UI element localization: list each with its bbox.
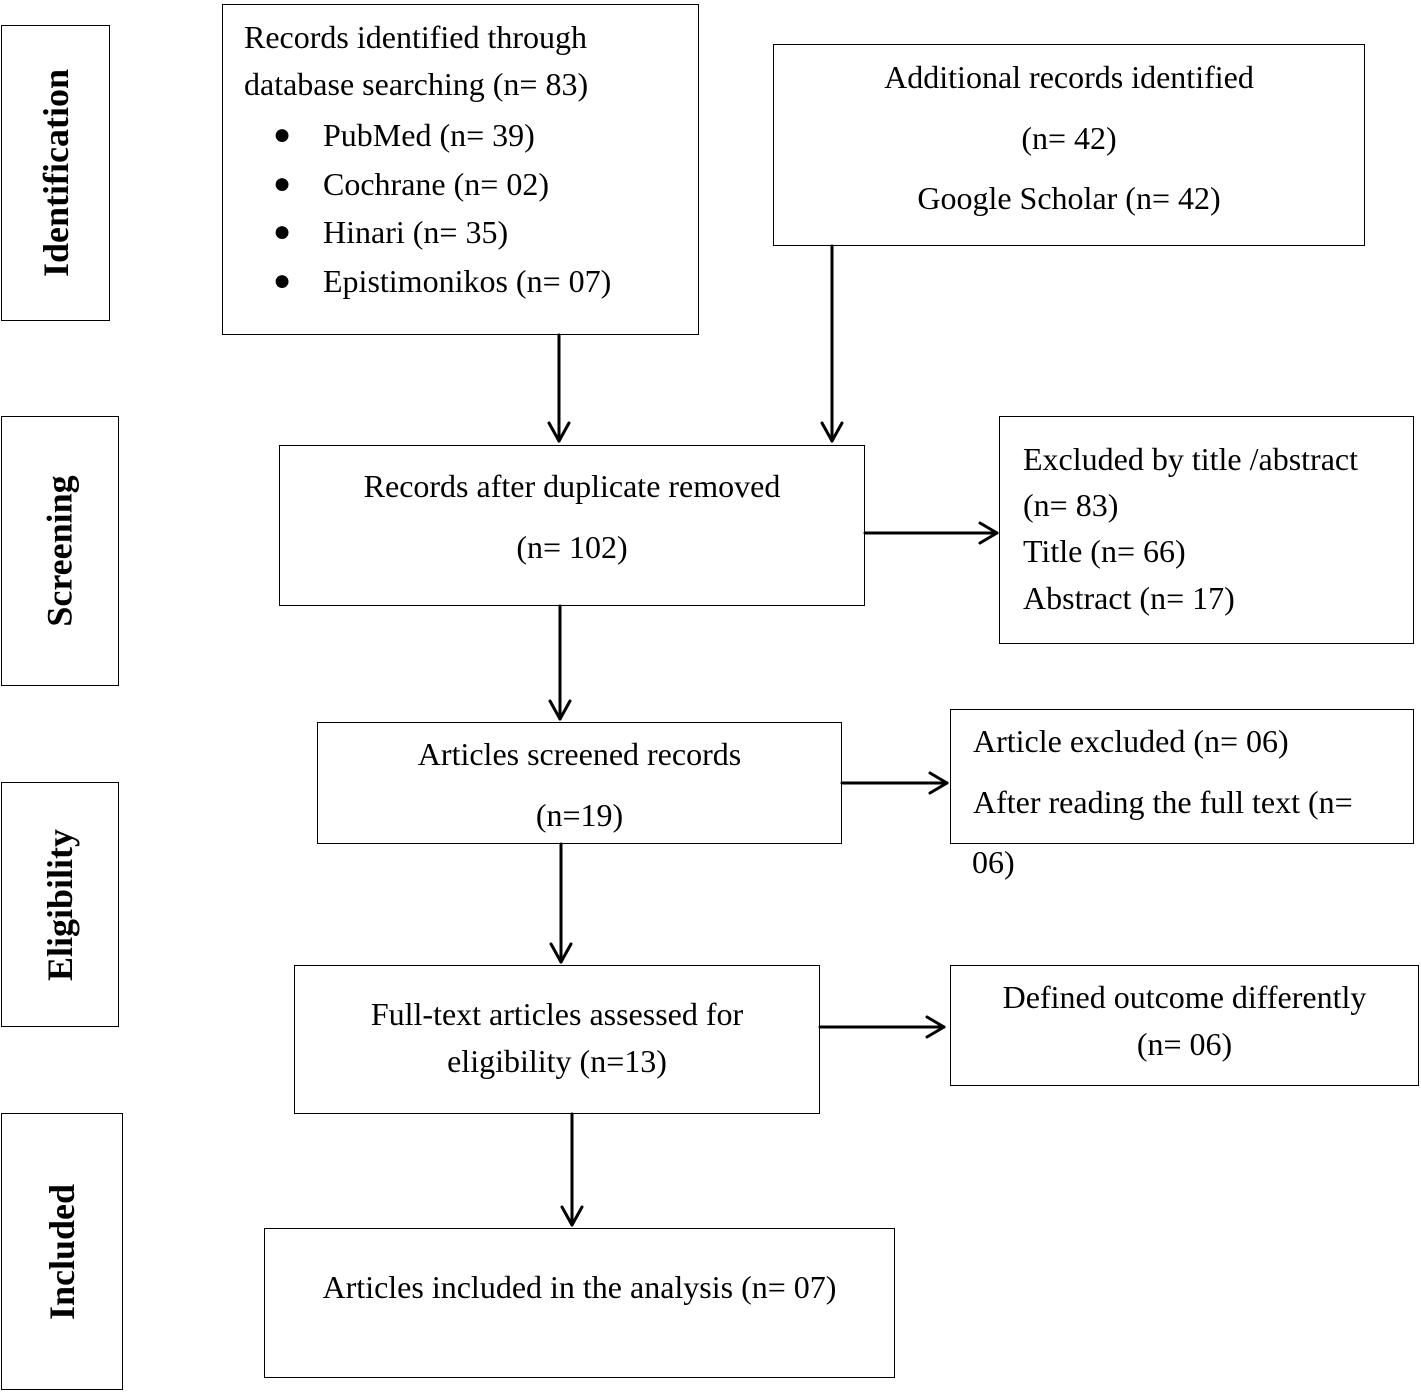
- arrowhead-icon: [978, 521, 999, 545]
- arrowhead-icon: [548, 699, 572, 721]
- stage-screening: Screening: [1, 416, 119, 686]
- list-item: ● Hinari (n= 35): [223, 208, 611, 257]
- list-item: ● PubMed (n= 39): [223, 111, 611, 160]
- stage-included: Included: [1, 1113, 123, 1390]
- outcome-differently-box: Defined outcome differently (n= 06): [950, 965, 1419, 1086]
- additional-line2: (n= 42): [1021, 120, 1117, 156]
- screened-line2: (n=19): [535, 797, 624, 833]
- excluded-title-line4: Abstract (n= 17): [1023, 580, 1235, 616]
- list-item: ● Cochrane (n= 02): [223, 160, 611, 209]
- excluded-fulltext-line2: After reading the full text (n=: [973, 784, 1353, 820]
- list-item: ● Epistimonikos (n= 07): [223, 257, 611, 306]
- articles-screened-box: Articles screened records (n=19): [317, 722, 842, 844]
- excluded-fulltext-line1: Article excluded (n= 06): [973, 723, 1289, 759]
- excluded-title-line3: Title (n= 66): [1023, 533, 1186, 569]
- screened-line1: Articles screened records: [417, 736, 742, 772]
- source-label: Epistimonikos (n= 07): [323, 262, 612, 299]
- source-label: PubMed (n= 39): [323, 117, 535, 153]
- additional-records-box: Additional records identified (n= 42) Go…: [773, 44, 1365, 246]
- fulltext-line2: eligibility (n=13): [447, 1043, 667, 1079]
- arrowhead-icon: [820, 421, 844, 443]
- outcome-line1: Defined outcome differently: [1002, 979, 1367, 1015]
- duplicates-line2: (n= 102): [516, 529, 628, 565]
- duplicates-line1: Records after duplicate removed: [363, 468, 781, 504]
- source-label: Cochrane (n= 02): [323, 165, 549, 202]
- arrowhead-icon: [549, 942, 573, 964]
- excluded-title-line1: Excluded by title /abstract: [1023, 441, 1358, 477]
- arrowhead-icon: [928, 771, 949, 795]
- source-list: ● PubMed (n= 39) ● Cochrane (n= 02) ● Hinar…: [223, 111, 611, 305]
- identification-box: Records identified through database sear…: [222, 4, 699, 335]
- additional-line1: Additional records identified: [884, 59, 1254, 95]
- arrowhead-icon: [547, 421, 571, 443]
- excluded-title-abstract-box: Excluded by title /abstract (n= 83) Titl…: [999, 416, 1414, 644]
- identification-line2: database searching (n= 83): [244, 66, 589, 102]
- bullet-icon: ●: [273, 166, 292, 200]
- bullet-icon: ●: [273, 215, 292, 248]
- included-box: Articles included in the analysis (n= 07…: [264, 1228, 895, 1378]
- bullet-icon: ●: [273, 118, 292, 151]
- duplicates-removed-box: Records after duplicate removed (n= 102): [279, 445, 865, 606]
- fulltext-line1: Full-text articles assessed for: [370, 996, 744, 1032]
- identification-line1: Records identified through: [244, 19, 588, 55]
- arrowhead-icon: [560, 1205, 584, 1227]
- excluded-fulltext-line3: 06): [972, 844, 1015, 880]
- excluded-title-line2: (n= 83): [1023, 487, 1119, 523]
- source-label: Hinari (n= 35): [323, 214, 509, 250]
- included-line1: Articles included in the analysis (n= 07…: [322, 1269, 837, 1305]
- arrowhead-icon: [925, 1015, 946, 1039]
- fulltext-assessed-box: Full-text articles assessed for eligibil…: [294, 965, 820, 1114]
- excluded-fulltext-box: Article excluded (n= 06) After reading t…: [950, 709, 1414, 844]
- outcome-line2: (n= 06): [1136, 1026, 1233, 1062]
- additional-line3: Google Scholar (n= 42): [917, 180, 1221, 216]
- bullet-icon: ●: [273, 263, 292, 297]
- stage-eligibility: Eligibility: [1, 782, 119, 1027]
- stage-identification: Identification: [1, 25, 110, 321]
